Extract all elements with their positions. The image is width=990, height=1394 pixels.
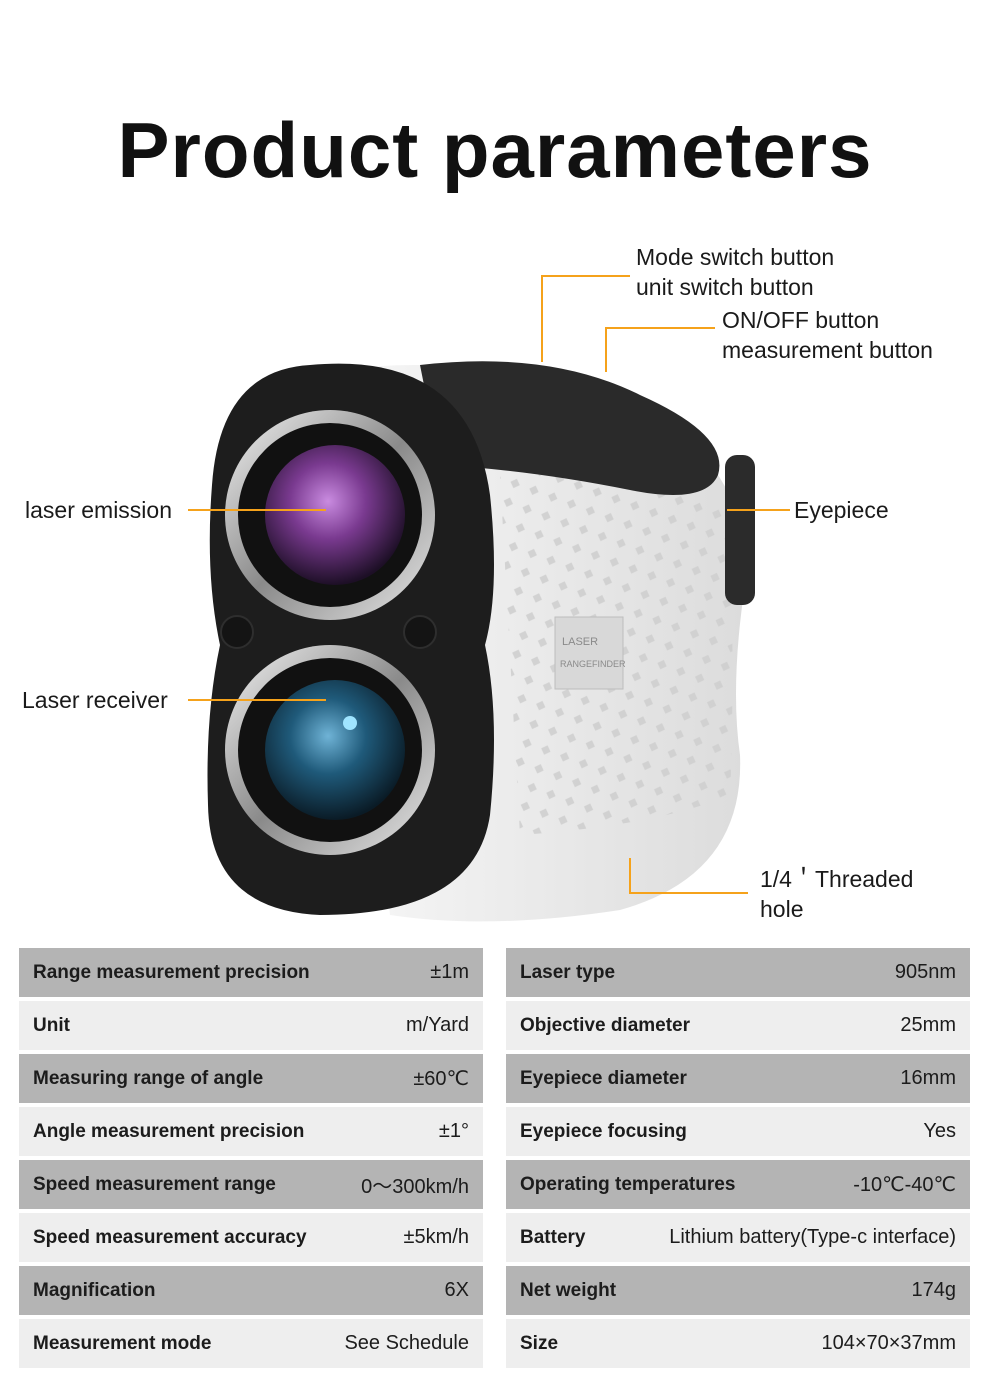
- threaded-line1: 1/4＇Threaded: [760, 866, 914, 892]
- spec-value: 6X: [444, 1279, 469, 1301]
- spec-table-right: Laser type 905nm Objective diameter 25mm E…: [506, 948, 970, 1372]
- spec-row: Speed measurement range 0～300km/h: [19, 1160, 483, 1209]
- spec-label: Measurement mode: [33, 1332, 212, 1354]
- spec-row: Magnification 6X: [19, 1266, 483, 1315]
- onoff-line1: ON/OFF button: [722, 307, 880, 333]
- eyepiece-callout: Eyepiece: [794, 497, 889, 523]
- spec-value: 174g: [911, 1279, 957, 1301]
- spec-label: Battery: [520, 1226, 586, 1248]
- spec-value: 905nm: [894, 961, 956, 983]
- spec-label: Angle measurement precision: [33, 1120, 305, 1142]
- mode-switch-line2: unit switch button: [636, 274, 814, 300]
- mode-switch-line1: Mode switch button: [636, 244, 835, 270]
- spec-label: Range measurement precision: [33, 961, 310, 983]
- onoff-callout: ON/OFF button measurement button: [722, 305, 933, 365]
- spec-label: Objective diameter: [520, 1014, 691, 1036]
- spec-row: Size 104×70×37mm: [506, 1319, 970, 1368]
- spec-label: Eyepiece focusing: [520, 1120, 687, 1142]
- mode-switch-callout: Mode switch button unit switch button: [636, 242, 834, 302]
- spec-label: Speed measurement accuracy: [33, 1226, 307, 1248]
- spec-label: Magnification: [33, 1279, 156, 1301]
- spec-label: Operating temperatures: [520, 1173, 736, 1195]
- spec-row: Battery Lithium battery(Type-c interface): [506, 1213, 970, 1262]
- rangefinder-image: LASER RANGEFINDER: [207, 361, 755, 922]
- threaded-line2: hole: [760, 896, 804, 922]
- spec-value: 0～300km/h: [361, 1176, 469, 1198]
- spec-label: Size: [520, 1332, 559, 1354]
- spec-row: Measurement mode See Schedule: [19, 1319, 483, 1368]
- laser-receiver-lens: [265, 680, 405, 820]
- top-cap: [420, 361, 720, 495]
- threaded-hole-callout: 1/4＇Threaded hole: [760, 864, 913, 924]
- spec-row: Eyepiece focusing Yes: [506, 1107, 970, 1156]
- spec-row: Range measurement precision ±1m: [19, 948, 483, 997]
- spec-value: ±1m: [430, 961, 469, 983]
- spec-value: ±1°: [438, 1120, 469, 1142]
- spec-value: Lithium battery(Type-c interface): [669, 1226, 956, 1248]
- spec-label: Speed measurement range: [33, 1173, 276, 1195]
- spec-row: Objective diameter 25mm: [506, 1001, 970, 1050]
- spec-label: Eyepiece diameter: [520, 1067, 687, 1089]
- spec-value: 16mm: [900, 1067, 956, 1089]
- laser-emission-lens: [265, 445, 405, 585]
- laser-receiver-callout: Laser receiver: [22, 687, 168, 713]
- spec-row: Operating temperatures -10℃-40℃: [506, 1160, 970, 1209]
- spec-value: Yes: [923, 1120, 956, 1142]
- spec-label: Unit: [33, 1014, 70, 1036]
- laser-emission-callout: laser emission: [25, 497, 172, 523]
- badge-line2: RANGEFINDER: [560, 659, 626, 669]
- spec-label: Measuring range of angle: [33, 1067, 264, 1089]
- spec-value: m/Yard: [406, 1014, 469, 1036]
- onoff-line2: measurement button: [722, 337, 933, 363]
- spec-value: ±60℃: [413, 1068, 469, 1090]
- spec-label: Net weight: [520, 1279, 617, 1301]
- spec-table-left: Range measurement precision ±1m Unit m/Yar…: [19, 948, 483, 1372]
- spec-row: Measuring range of angle ±60℃: [19, 1054, 483, 1103]
- spec-row: Unit m/Yard: [19, 1001, 483, 1050]
- spec-value: ±5km/h: [403, 1226, 469, 1248]
- spec-value: See Schedule: [344, 1332, 469, 1354]
- page-title: Product parameters: [117, 106, 873, 194]
- spec-value: -10℃-40℃: [853, 1174, 956, 1196]
- spec-row: Laser type 905nm: [506, 948, 970, 997]
- model-badge: [554, 616, 624, 690]
- spec-row: Angle measurement precision ±1°: [19, 1107, 483, 1156]
- spec-value: 25mm: [900, 1014, 956, 1036]
- spec-row: Eyepiece diameter 16mm: [506, 1054, 970, 1103]
- spec-row: Net weight 174g: [506, 1266, 970, 1315]
- badge-line1: LASER: [562, 636, 598, 648]
- spec-value: 104×70×37mm: [821, 1332, 956, 1354]
- spec-row: Speed measurement accuracy ±5km/h: [19, 1213, 483, 1262]
- spec-label: Laser type: [520, 961, 616, 983]
